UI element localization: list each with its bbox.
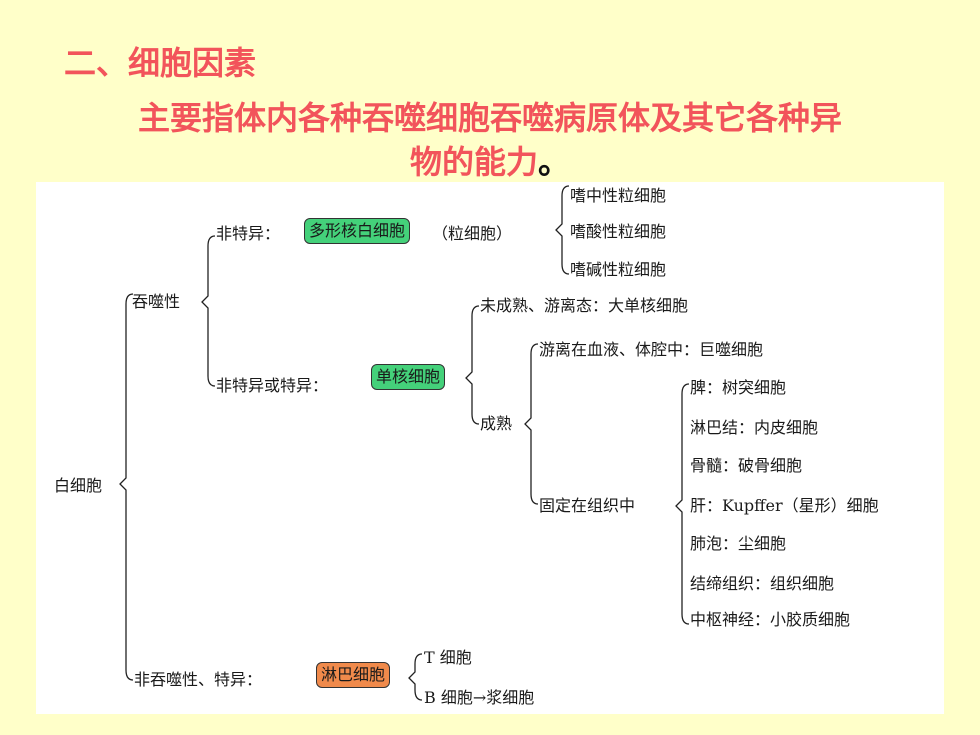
- node-tissue-marrow: 骨髓：破骨细胞: [690, 456, 803, 475]
- node-t-cell: T 细胞: [424, 648, 472, 667]
- node-tissue-spleen: 脾：树突细胞: [690, 378, 787, 397]
- node-tissue-lymph: 淋巴结：内皮细胞: [690, 418, 819, 437]
- node-fixed: 固定在组织中: [539, 496, 636, 515]
- node-tissue-liver: 肝：Kupffer（星形）细胞: [690, 496, 879, 515]
- node-mononuclear-box: 单核细胞: [371, 364, 446, 390]
- node-tissue-cns: 中枢神经：小胶质细胞: [690, 610, 851, 629]
- classification-diagram: 白细胞 吞噬性 非特异： 多形核白细胞 （粒细胞） 嗜中性粒细胞 嗜酸性粒细胞 …: [36, 182, 944, 714]
- node-lymphocyte-box: 淋巴细胞: [316, 662, 391, 688]
- subtitle-line-1: 主要指体内各种吞噬细胞吞噬病原体及其它各种异: [137, 99, 842, 137]
- bracket-phagocytic: [201, 235, 216, 387]
- node-eosinophil: 嗜酸性粒细胞: [570, 222, 667, 241]
- node-nonspecific: 非特异：: [216, 224, 281, 243]
- node-tissue-lung: 肺泡：尘细胞: [690, 534, 787, 553]
- node-nonphagocytic: 非吞噬性、特异：: [134, 670, 263, 689]
- node-immature: 未成熟、游离态：大单核细胞: [480, 296, 689, 315]
- slide-title: 二、细胞因素: [64, 44, 257, 82]
- node-leukocyte: 白细胞: [54, 476, 103, 495]
- bracket-lines: [119, 185, 690, 701]
- node-pmn-box: 多形核白细胞: [304, 218, 411, 244]
- node-mature: 成熟: [480, 414, 513, 433]
- node-b-cell: B 细胞→浆细胞: [424, 688, 535, 707]
- node-granulocyte: （粒细胞）: [432, 224, 513, 243]
- bracket-fixed: [675, 383, 690, 625]
- node-nonspecific-or-specific: 非特异或特异：: [216, 376, 329, 395]
- subtitle-line-2: 物的能力: [409, 143, 538, 181]
- node-neutrophil: 嗜中性粒细胞: [570, 186, 667, 205]
- bracket-root: [119, 293, 134, 681]
- node-free: 游离在血液、体腔中：巨噬细胞: [539, 340, 764, 359]
- subtitle-period: 。: [538, 143, 571, 181]
- bracket-mature: [524, 343, 539, 505]
- node-phagocytic: 吞噬性: [132, 292, 181, 311]
- node-tissue-connective: 结缔组织：组织细胞: [690, 574, 835, 593]
- bracket-granulocytes: [555, 185, 570, 275]
- node-basophil: 嗜碱性粒细胞: [570, 260, 667, 279]
- bracket-lymphocyte: [408, 653, 423, 701]
- bracket-mononuclear: [465, 305, 480, 425]
- slide-subtitle: 主要指体内各种吞噬细胞吞噬病原体及其它各种异 物的能力。: [40, 96, 940, 184]
